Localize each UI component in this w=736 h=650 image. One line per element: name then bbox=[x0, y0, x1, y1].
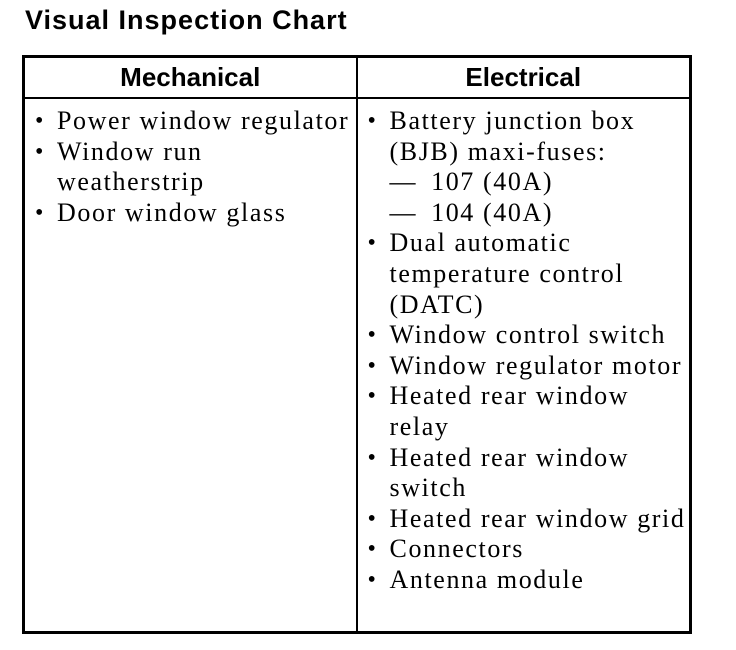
dash-icon: — bbox=[389, 197, 418, 227]
column-header-mechanical: Mechanical bbox=[22, 55, 358, 99]
list-item-text: Heated rear window relay bbox=[389, 381, 630, 441]
list-item-text: Heated rear window switch bbox=[389, 442, 630, 503]
list-item: • Window run weatherstrip bbox=[35, 137, 354, 198]
list-item: • Heated rear window grid bbox=[368, 504, 688, 535]
bullet-icon: • bbox=[35, 138, 46, 165]
mechanical-list-cell: • Power window regulator • Window run weath… bbox=[22, 97, 358, 634]
electrical-list-cell: •Battery junction box (BJB) maxi-fuses:—… bbox=[355, 97, 692, 634]
bullet-icon: • bbox=[35, 108, 46, 134]
list-item: • Heated rear window relay bbox=[368, 381, 688, 442]
list-item: • Power window regulator bbox=[35, 106, 354, 137]
list-item: • Dual automatic temperature control (DAT… bbox=[368, 228, 688, 320]
bullet-icon: • bbox=[367, 505, 378, 532]
bullet-icon: • bbox=[367, 444, 378, 471]
header-row: Mechanical Electrical bbox=[22, 55, 692, 99]
list-item: • Window regulator motor bbox=[368, 351, 688, 382]
bullet-icon: • bbox=[367, 230, 378, 257]
bullet-icon: • bbox=[367, 322, 378, 349]
bullet-icon: • bbox=[367, 383, 378, 410]
column-header-electrical: Electrical bbox=[355, 55, 692, 99]
list-item-text: Window control switch bbox=[389, 320, 667, 350]
bullet-icon: • bbox=[367, 352, 378, 379]
list-item: • Battery junction box (BJB) maxi-fuses: bbox=[368, 106, 688, 167]
list-item-text: Connectors bbox=[389, 534, 524, 564]
sub-item-text: 104 (40A) bbox=[431, 197, 554, 227]
list-item-text: Dual automatic temperature control (DATC… bbox=[389, 228, 625, 319]
visual-inspection-table: Mechanical Electrical • Power window regu… bbox=[22, 55, 692, 634]
bullet-icon: • bbox=[35, 199, 46, 226]
list-item-text: Window run weatherstrip bbox=[57, 136, 205, 197]
sub-item: — 104 (40A) bbox=[390, 198, 688, 229]
list-item-text: Heated rear window grid bbox=[389, 503, 686, 533]
list-item-text: Door window glass bbox=[57, 197, 287, 227]
list-item-text: Battery junction box (BJB) maxi-fuses: bbox=[389, 106, 636, 166]
list-item: • Connectors bbox=[368, 534, 688, 565]
list-item-text: Antenna module bbox=[389, 564, 585, 594]
bullet-icon: • bbox=[367, 566, 378, 593]
sub-item: — 107 (40A) bbox=[390, 167, 688, 198]
list-item: • Door window glass bbox=[35, 198, 354, 229]
list-item-text: Window regulator motor bbox=[389, 350, 683, 380]
body-row: • Power window regulator • Window run weath… bbox=[22, 97, 692, 634]
list-item: • Window control switch bbox=[368, 320, 688, 351]
list-item: • Heated rear window switch bbox=[368, 443, 688, 504]
page-title: Visual Inspection Chart bbox=[25, 5, 348, 35]
bullet-icon: • bbox=[367, 536, 378, 563]
list-item-text: Power window regulator bbox=[57, 106, 350, 135]
sub-item-text: 107 (40A) bbox=[431, 167, 554, 197]
bullet-icon: • bbox=[367, 108, 378, 134]
list-item: • Antenna module bbox=[368, 565, 688, 596]
dash-icon: — bbox=[389, 167, 418, 197]
